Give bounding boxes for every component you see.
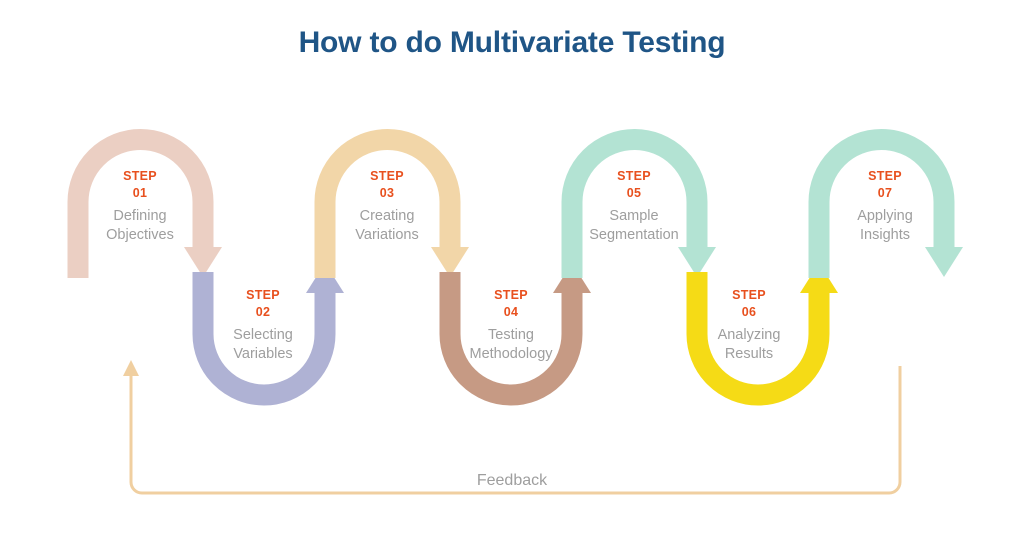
feedback-arrowhead xyxy=(123,360,139,376)
step-title-06-line2: Results xyxy=(724,345,774,362)
step-kicker-02: STEP xyxy=(246,288,280,302)
step-kicker-06: STEP xyxy=(732,288,766,302)
step-label-03: STEP 03 Creating Variations xyxy=(312,168,462,244)
page-title: How to do Multivariate Testing xyxy=(298,26,726,59)
step-label-02: STEP 02 Selecting Variables xyxy=(188,287,338,363)
step-number-02: 02 xyxy=(255,304,271,319)
step-arrowhead-07 xyxy=(925,247,963,277)
step-title-01-line1: Defining xyxy=(113,208,167,224)
step-shape-01 xyxy=(67,129,222,278)
step-arrowhead-03 xyxy=(431,247,469,277)
step-shape-05 xyxy=(561,129,716,278)
step-label-06: STEP 06 Analyzing Results xyxy=(674,287,824,363)
step-title-06: Analyzing Results xyxy=(674,326,824,363)
step-kicker-01: STEP xyxy=(123,169,157,183)
step-path-05 xyxy=(561,129,708,278)
step-title-03: Creating Variations xyxy=(312,207,462,244)
feedback-path xyxy=(129,366,902,495)
step-arrowhead-05 xyxy=(678,247,716,277)
step-title-04-line1: Testing xyxy=(488,327,534,343)
step-title-01: Defining Objectives xyxy=(65,207,215,244)
step-title-07: Applying Insights xyxy=(810,207,960,244)
step-shape-03 xyxy=(314,129,469,278)
step-path-01 xyxy=(67,129,214,278)
step-title-04-line2: Methodology xyxy=(469,345,553,362)
step-title-03-line2: Variations xyxy=(355,226,419,243)
step-title-07-line2: Insights xyxy=(860,226,910,243)
step-title-07-line1: Applying xyxy=(857,208,913,224)
step-number-01: 01 xyxy=(132,185,148,200)
step-path-07 xyxy=(808,129,955,278)
step-title-04: Testing Methodology xyxy=(436,326,586,363)
step-title-05-line2: Segmentation xyxy=(589,226,679,243)
step-path-06 xyxy=(686,272,830,406)
step-path-03 xyxy=(314,129,461,278)
step-number-07: 07 xyxy=(877,185,893,200)
step-title-03-line1: Creating xyxy=(359,208,415,224)
step-path-02 xyxy=(192,272,336,406)
step-label-01: STEP 01 Defining Objectives xyxy=(65,168,215,244)
step-title-06-line1: Analyzing xyxy=(717,327,781,343)
step-title-05: Sample Segmentation xyxy=(559,207,709,244)
step-kicker-07: STEP xyxy=(868,169,902,183)
step-kicker-03: STEP xyxy=(370,169,404,183)
feedback-label: Feedback xyxy=(476,472,548,489)
step-label-04: STEP 04 Testing Methodology xyxy=(436,287,586,363)
step-shape-07 xyxy=(808,129,963,278)
step-title-01-line2: Objectives xyxy=(106,226,174,243)
step-number-04: 04 xyxy=(503,304,519,319)
step-title-02-line1: Selecting xyxy=(233,327,293,343)
step-label-07: STEP 07 Applying Insights xyxy=(810,168,960,244)
step-label-05: STEP 05 Sample Segmentation xyxy=(559,168,709,244)
step-number-05: 05 xyxy=(626,185,642,200)
step-kicker-05: STEP xyxy=(617,169,651,183)
step-title-05-line1: Sample xyxy=(609,208,659,224)
feedback-loop xyxy=(123,360,902,495)
step-path-04 xyxy=(439,272,583,406)
step-title-02-line2: Variables xyxy=(233,345,293,362)
step-number-06: 06 xyxy=(741,304,757,319)
step-kicker-04: STEP xyxy=(494,288,528,302)
step-arrowhead-01 xyxy=(184,247,222,277)
step-title-02: Selecting Variables xyxy=(188,326,338,363)
step-number-03: 03 xyxy=(379,185,395,200)
